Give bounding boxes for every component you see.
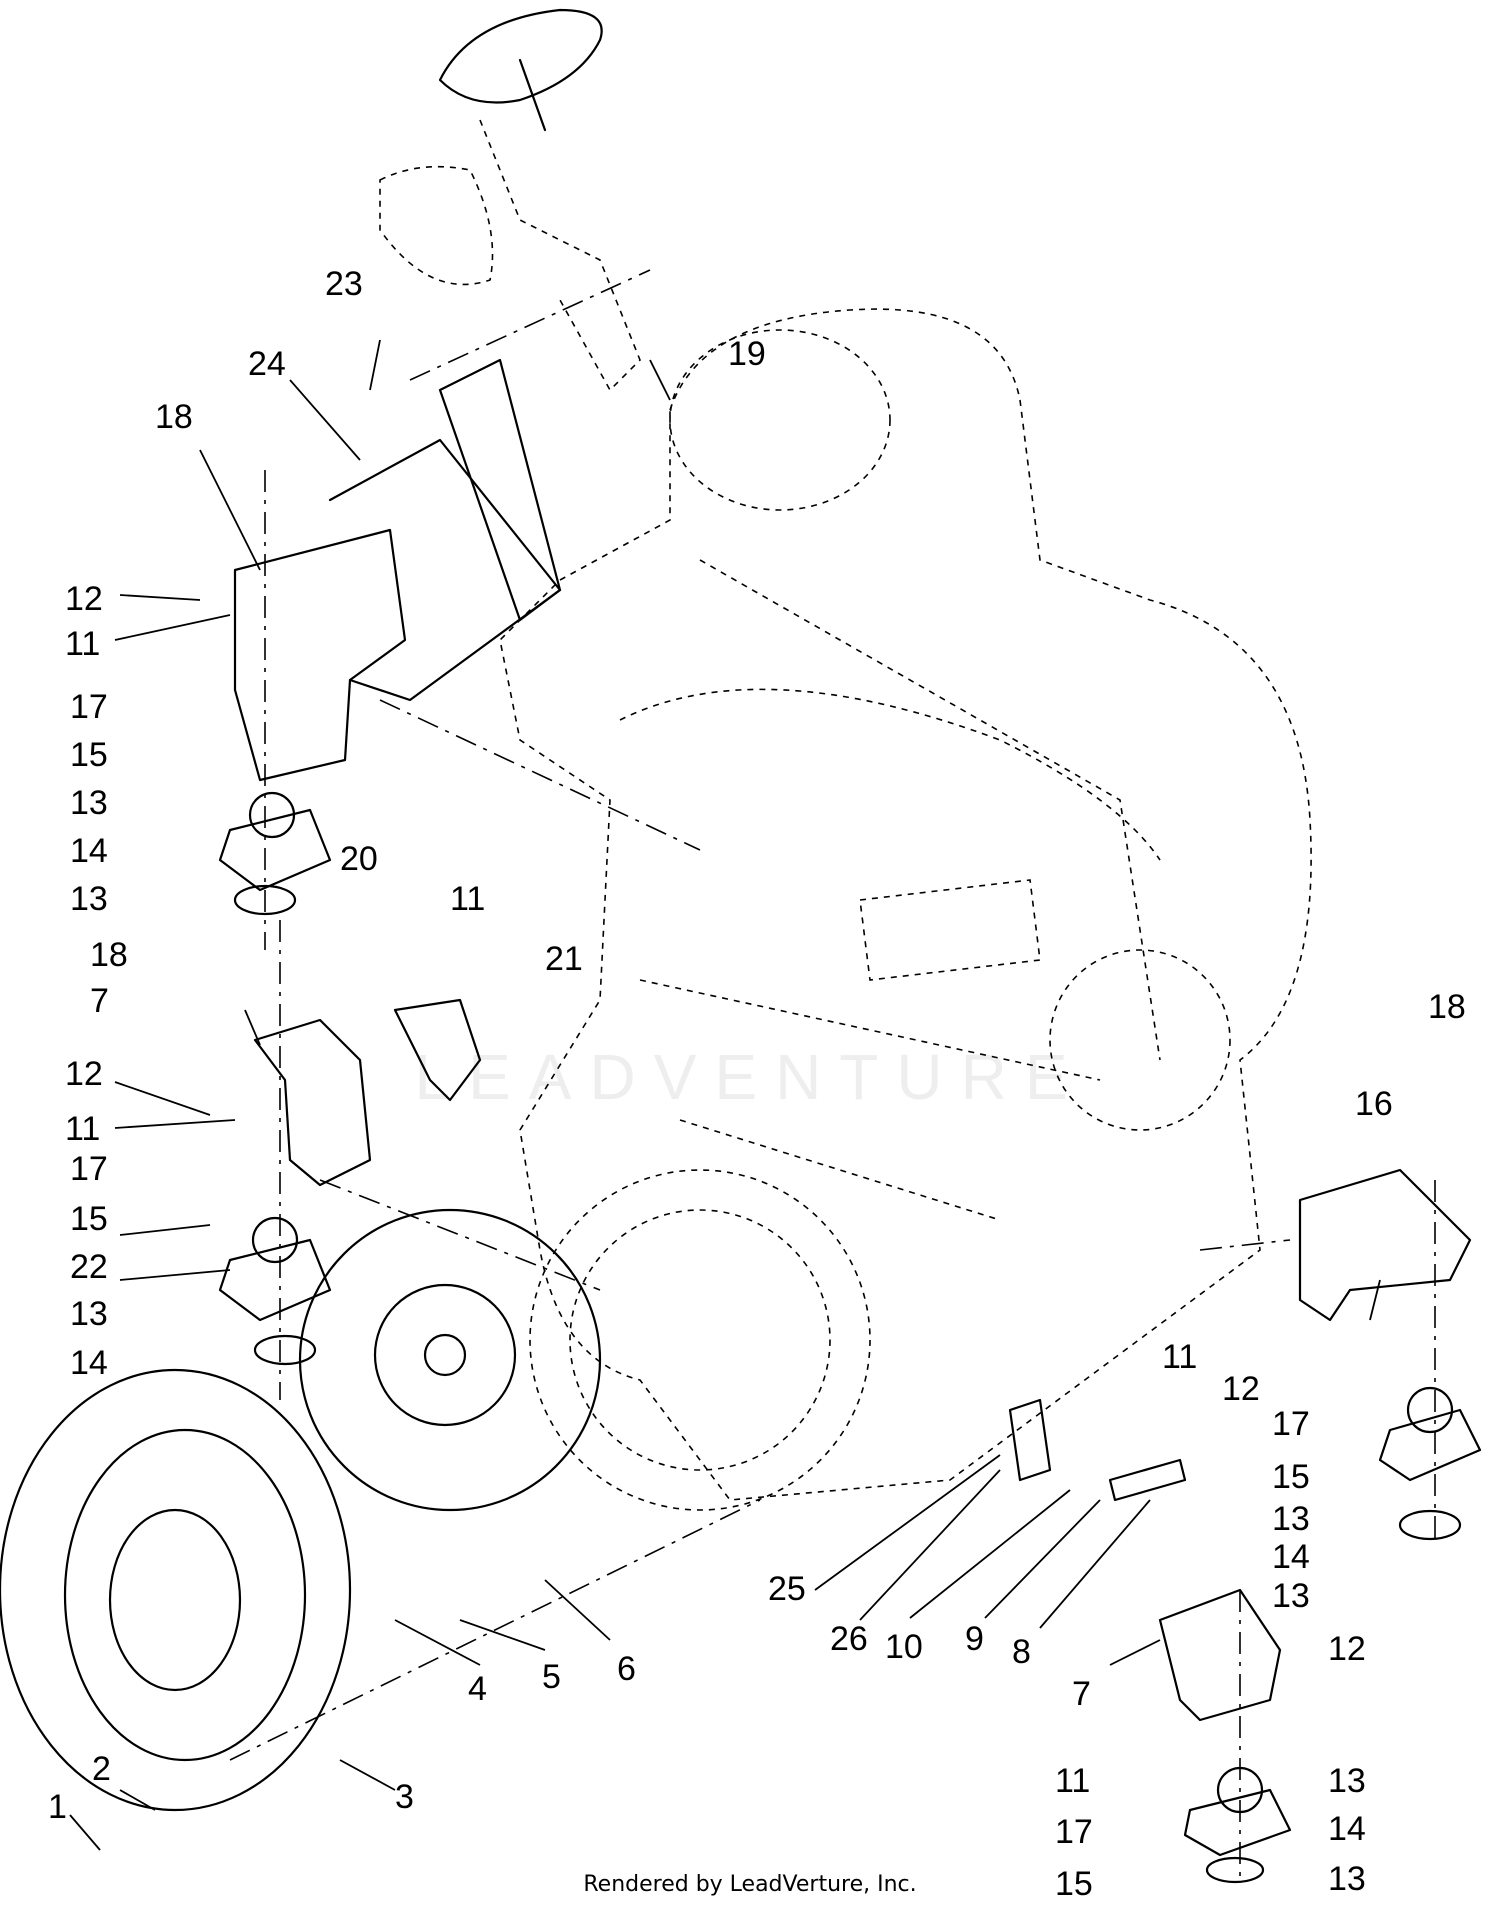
callout-11a: 11 [65, 625, 100, 663]
engine-block [499, 308, 1312, 1511]
callout-12b: 12 [65, 1055, 103, 1093]
callout-12c: 12 [1222, 1370, 1260, 1408]
mount-bracket-upper-left [233, 358, 562, 782]
callout-15c: 15 [1272, 1458, 1310, 1496]
center-lines [229, 269, 1436, 1880]
callout-24: 24 [248, 345, 286, 383]
callout-13b: 13 [70, 880, 108, 918]
callout-11d: 11 [1162, 1338, 1197, 1376]
callout-14c: 14 [1272, 1538, 1310, 1576]
callout-26: 26 [830, 1620, 868, 1658]
callout-7b: 7 [1072, 1675, 1091, 1713]
small-brackets [393, 998, 1187, 1502]
callout-13e: 13 [1272, 1577, 1310, 1615]
callout-12a: 12 [65, 580, 103, 618]
flywheel-housing [0, 1368, 352, 1812]
callout-17d: 17 [1055, 1813, 1093, 1851]
callout-3: 3 [395, 1778, 414, 1816]
watermark: LEADVENTURE [414, 1041, 1086, 1113]
snubber-washers [233, 884, 1462, 1884]
callout-14d: 14 [1328, 1810, 1366, 1848]
callout-18c: 18 [1428, 988, 1466, 1026]
callout-21: 21 [545, 940, 583, 978]
callout-13a: 13 [70, 784, 108, 822]
callout-17c: 17 [1272, 1405, 1310, 1443]
callout-15a: 15 [70, 736, 108, 774]
callout-15d: 15 [1055, 1865, 1093, 1903]
callout-14b: 14 [70, 1344, 108, 1382]
callout-11c: 11 [65, 1110, 100, 1148]
callout-14a: 14 [70, 832, 108, 870]
rubber-isolators [218, 791, 1482, 1857]
callout-17b: 17 [70, 1150, 108, 1188]
callout-8: 8 [1012, 1633, 1031, 1671]
mount-bracket-mid-left [253, 1018, 372, 1187]
render-credit: Rendered by LeadVerture, Inc. [583, 1872, 917, 1897]
callout-25: 25 [768, 1570, 806, 1608]
callout-13g: 13 [1328, 1860, 1366, 1898]
callout-16: 16 [1355, 1085, 1393, 1123]
callout-13c: 13 [70, 1295, 108, 1333]
callout-12d: 12 [1328, 1630, 1366, 1668]
mount-bracket-right [1298, 1168, 1472, 1322]
callout-4: 4 [468, 1670, 487, 1708]
drive-plate [298, 1208, 602, 1512]
callout-13f: 13 [1328, 1762, 1366, 1800]
callout-20: 20 [340, 840, 378, 878]
callout-9: 9 [965, 1620, 984, 1658]
callout-23: 23 [325, 265, 363, 303]
callout-6: 6 [617, 1650, 636, 1688]
callout-17a: 17 [70, 688, 108, 726]
leader-lines [69, 339, 1381, 1851]
callout-11e: 11 [1055, 1762, 1090, 1800]
callout-13d: 13 [1272, 1500, 1310, 1538]
exhaust-pipe [379, 8, 641, 392]
callout-19: 19 [728, 335, 766, 373]
callout-5: 5 [542, 1658, 561, 1696]
callout-15b: 15 [70, 1200, 108, 1238]
callout-labels: 1 2 3 4 5 6 7 7 8 9 10 11 11 11 11 11 12… [48, 265, 1466, 1903]
callout-7a: 7 [90, 982, 109, 1020]
callout-2: 2 [92, 1750, 111, 1788]
callout-1: 1 [48, 1788, 67, 1826]
mount-bracket-lower-right [1158, 1588, 1282, 1722]
callout-22: 22 [70, 1248, 108, 1286]
callout-10: 10 [885, 1628, 923, 1666]
callout-18b: 18 [90, 936, 128, 974]
callout-18a: 18 [155, 398, 193, 436]
callout-11b: 11 [450, 880, 485, 918]
